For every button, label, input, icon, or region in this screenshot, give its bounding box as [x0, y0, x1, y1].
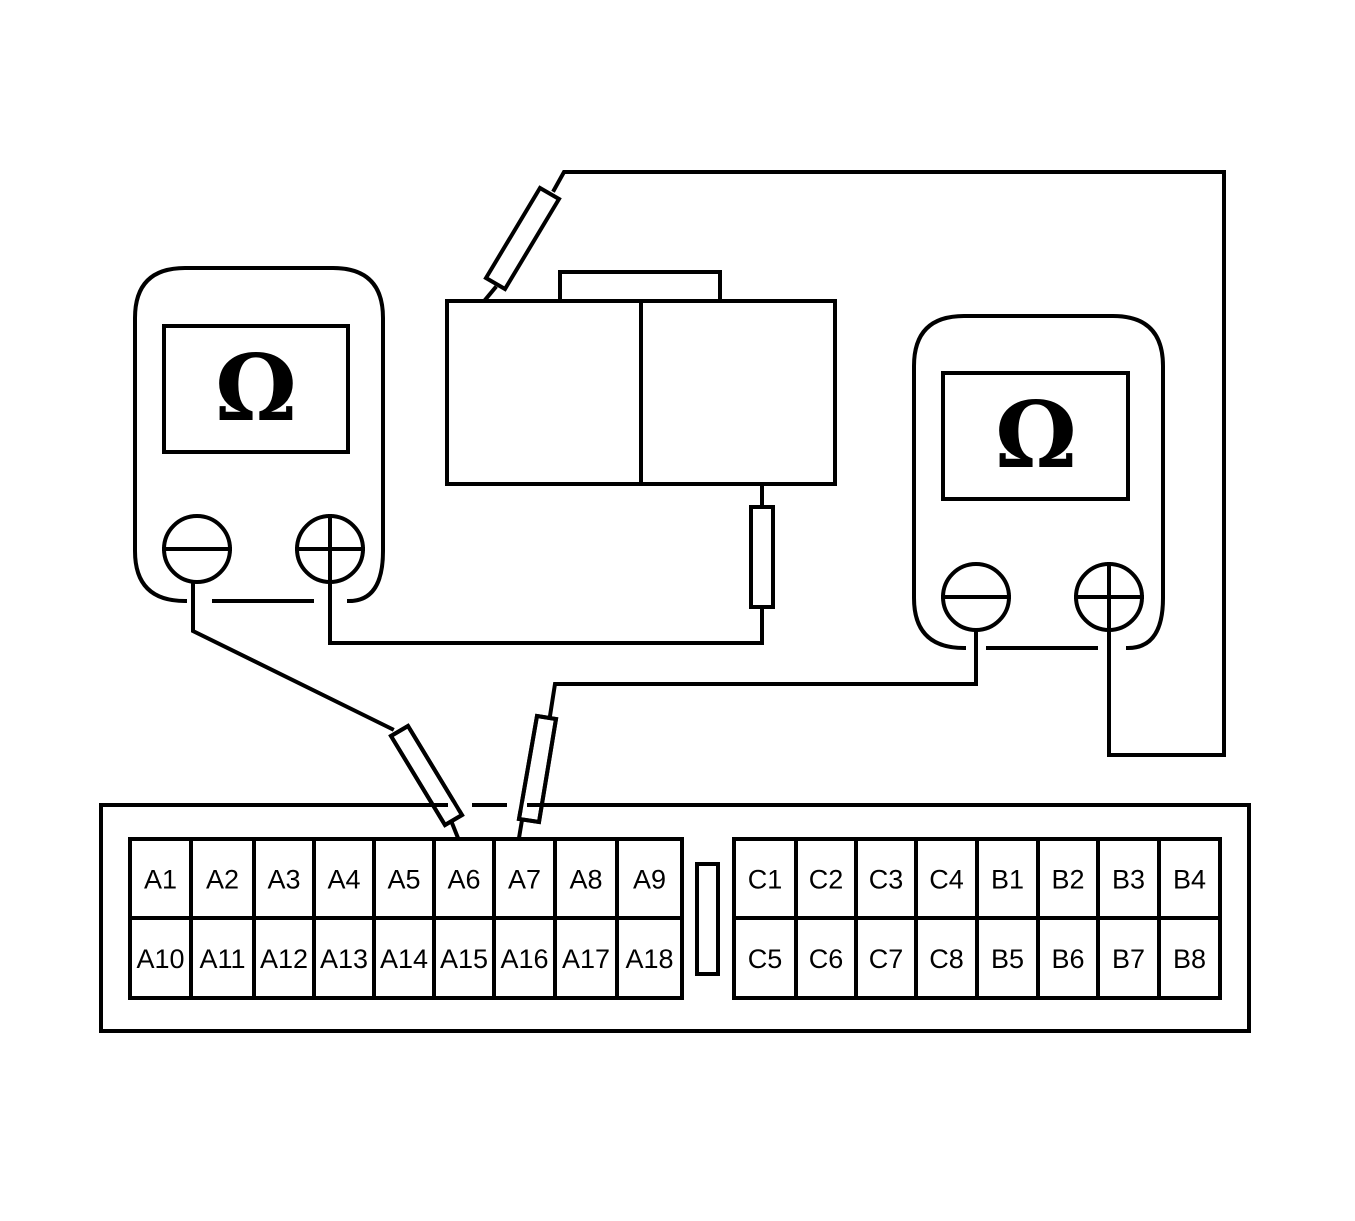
pin-cavity-a14[interactable]: A14 [372, 916, 436, 1000]
pin-label: C2 [809, 865, 844, 895]
pin-label: B3 [1112, 865, 1145, 895]
pin-cavity-a17[interactable]: A17 [553, 916, 619, 1000]
pin-cavity-a9[interactable]: A9 [615, 837, 684, 920]
pin-cavity-c3[interactable]: C3 [854, 837, 918, 920]
pin-cavity-b7[interactable]: B7 [1096, 916, 1161, 1000]
pin-label: A10 [136, 944, 184, 974]
pin-cavity-a1[interactable]: A1 [128, 837, 193, 920]
positive-terminal-icon[interactable] [295, 514, 365, 584]
pin-cavity-c1[interactable]: C1 [732, 837, 798, 920]
ohm-symbol: Ω [215, 334, 297, 442]
pin-cavity-c6[interactable]: C6 [794, 916, 858, 1000]
pin-label: A12 [260, 944, 308, 974]
pin-label: C5 [748, 944, 783, 974]
pin-cavity-a3[interactable]: A3 [252, 837, 316, 920]
pin-cavity-a8[interactable]: A8 [553, 837, 619, 920]
pin-cavity-a12[interactable]: A12 [252, 916, 316, 1000]
pin-label: A1 [144, 865, 177, 895]
test-lead [191, 580, 395, 732]
pin-label: A7 [508, 865, 541, 895]
pin-label: B8 [1173, 944, 1206, 974]
meter-display [941, 371, 1130, 501]
pin-cavity-a15[interactable]: A15 [432, 916, 496, 1000]
pin-label: A15 [440, 944, 488, 974]
connector-housing [99, 803, 1251, 1033]
ohm-symbol: Ω [995, 381, 1077, 489]
pin-cavity-a5[interactable]: A5 [372, 837, 436, 920]
pin-label: B5 [991, 944, 1024, 974]
component-under-test [445, 270, 837, 486]
pin-label: A17 [562, 944, 610, 974]
pin-cell [615, 916, 684, 1000]
pin-cavity-b2[interactable]: B2 [1036, 837, 1100, 920]
pin-label: B7 [1112, 944, 1145, 974]
pin-cell [1157, 916, 1222, 1000]
pin-label: A13 [320, 944, 368, 974]
pin-label: A2 [206, 865, 239, 895]
pin-cavity-c7[interactable]: C7 [854, 916, 918, 1000]
pin-label: B1 [991, 865, 1024, 895]
pin-label: A3 [267, 865, 300, 895]
pin-cavity-a10[interactable]: A10 [128, 916, 193, 1000]
pin-label: A9 [633, 865, 666, 895]
pin-label: A16 [500, 944, 548, 974]
probe-tip-icon[interactable] [483, 185, 562, 292]
pin-cavity-a2[interactable]: A2 [189, 837, 256, 920]
pin-cavity-c5[interactable]: C5 [732, 916, 798, 1000]
test-lead [551, 170, 1226, 757]
pin-label: A4 [327, 865, 360, 895]
pin-cavity-a11[interactable]: A11 [189, 916, 256, 1000]
pin-cavity-c4[interactable]: C4 [914, 837, 979, 920]
pin-label: A11 [199, 944, 245, 974]
pin-cavity-b5[interactable]: B5 [975, 916, 1040, 1000]
meter-display [162, 324, 350, 454]
negative-terminal-icon[interactable] [941, 562, 1011, 632]
pin-label: C8 [929, 944, 964, 974]
pin-cavity-a13[interactable]: A13 [312, 916, 376, 1000]
ohmmeter-right: Ω [912, 314, 1165, 651]
negative-terminal-icon[interactable] [162, 514, 232, 584]
pin-label: C3 [869, 865, 904, 895]
pin-cavity-a16[interactable]: A16 [492, 916, 557, 1000]
connector-key [695, 862, 720, 976]
pin-cavity-b3[interactable]: B3 [1096, 837, 1161, 920]
pin-label: B6 [1051, 944, 1084, 974]
pin-cavity-c8[interactable]: C8 [914, 916, 979, 1000]
test-lead [328, 580, 764, 645]
pin-cavity-a7[interactable]: A7 [492, 837, 557, 920]
pin-label: A8 [569, 865, 602, 895]
pin-label: A6 [447, 865, 480, 895]
probe-overlay [388, 713, 559, 828]
pin-label: B4 [1173, 865, 1206, 895]
pin-label: C6 [809, 944, 844, 974]
positive-terminal-icon[interactable] [1074, 562, 1144, 632]
pin-label: C1 [748, 865, 783, 895]
test-lead [547, 628, 978, 719]
pin-label: C4 [929, 865, 964, 895]
pin-cavity-a18[interactable]: A18 [615, 916, 684, 1000]
ohmmeter-left: Ω [133, 266, 385, 604]
component-tab [558, 270, 722, 303]
pin-cavity-a6[interactable]: A6 [432, 837, 496, 920]
pin-label: A14 [380, 944, 428, 974]
probe-tip-icon[interactable] [388, 723, 465, 828]
pin-label: C7 [869, 944, 904, 974]
pin-cavity-b1[interactable]: B1 [975, 837, 1040, 920]
pin-cavity-b8[interactable]: B8 [1157, 916, 1222, 1000]
pin-cavity-a4[interactable]: A4 [312, 837, 376, 920]
pin-label: A18 [625, 944, 673, 974]
pin-label: A5 [387, 865, 420, 895]
pin-cavity-b6[interactable]: B6 [1036, 916, 1100, 1000]
pin-cavity-c2[interactable]: C2 [794, 837, 858, 920]
pin-label: B2 [1051, 865, 1084, 895]
probe-tip-icon[interactable] [749, 505, 775, 609]
pin-cavity-b4[interactable]: B4 [1157, 837, 1222, 920]
